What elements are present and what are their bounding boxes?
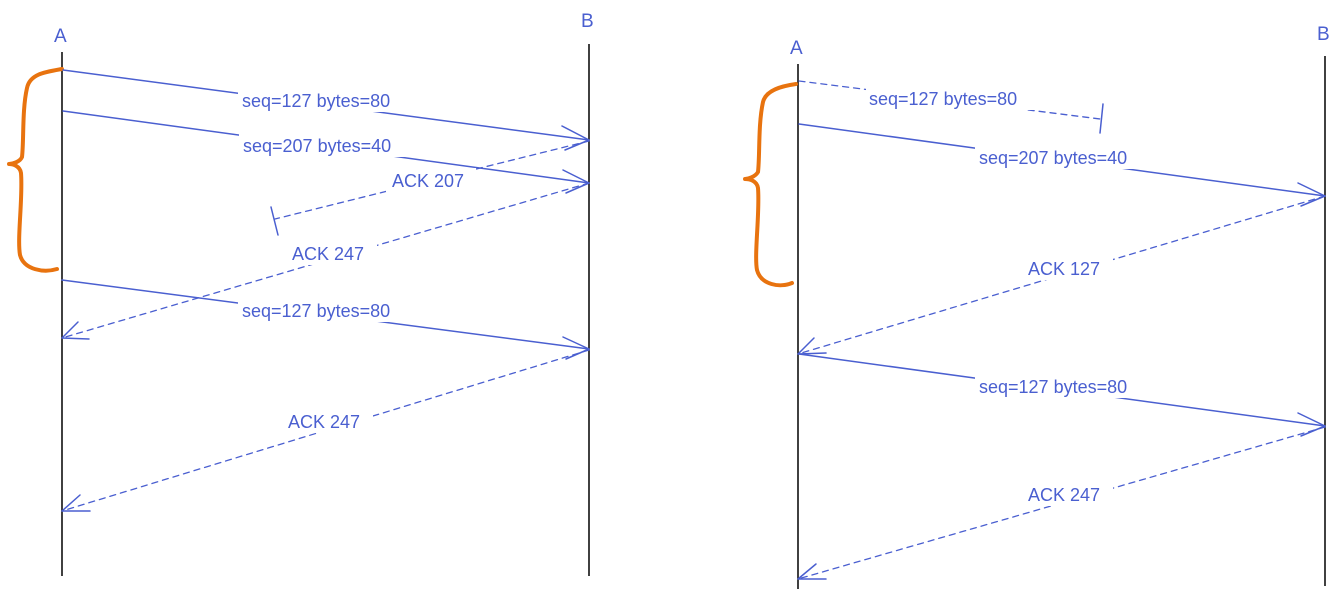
right-message-4: seq=127 bytes=80 xyxy=(798,353,1326,437)
left-message-3: ACK 207 xyxy=(270,140,590,236)
right-message-label: ACK 127 xyxy=(1028,259,1100,279)
left-message-5: seq=127 bytes=80 xyxy=(61,279,590,360)
left-message-label: seq=207 bytes=40 xyxy=(243,136,391,156)
left-message-label: ACK 207 xyxy=(392,171,464,191)
right-endpoint-a-label: A xyxy=(790,38,803,59)
left-endpoint-b-label: B xyxy=(581,11,594,32)
right-diagram: A B seq=127 bytes=80 seq=207 bytes=40 AC… xyxy=(743,24,1330,589)
left-message-1: seq=127 bytes=80 xyxy=(62,69,590,151)
right-endpoint-b-label: B xyxy=(1317,24,1330,45)
lost-marker xyxy=(270,206,279,236)
right-message-2: seq=207 bytes=40 xyxy=(798,123,1326,207)
lost-marker xyxy=(1099,103,1104,134)
left-message-label: seq=127 bytes=80 xyxy=(242,301,390,321)
left-window-brace xyxy=(7,67,64,273)
right-message-label: seq=127 bytes=80 xyxy=(869,89,1017,109)
right-message-5: ACK 247 xyxy=(797,426,1326,580)
right-message-label: seq=207 bytes=40 xyxy=(979,148,1127,168)
left-message-2: seq=207 bytes=40 xyxy=(62,110,590,194)
left-diagram: A B seq=127 bytes=80 seq=207 bytes=40 AC… xyxy=(7,11,594,576)
left-message-4: ACK 247 xyxy=(61,182,590,340)
right-message-1: seq=127 bytes=80 xyxy=(798,80,1104,134)
right-message-label: ACK 247 xyxy=(1028,485,1100,505)
right-window-brace xyxy=(743,82,798,288)
left-message-6: ACK 247 xyxy=(61,349,590,512)
left-message-label: ACK 247 xyxy=(288,412,360,432)
left-endpoint-a-label: A xyxy=(54,26,67,47)
left-message-label: ACK 247 xyxy=(292,244,364,264)
right-message-3: ACK 127 xyxy=(797,195,1326,355)
left-message-label: seq=127 bytes=80 xyxy=(242,91,390,111)
right-message-label: seq=127 bytes=80 xyxy=(979,377,1127,397)
